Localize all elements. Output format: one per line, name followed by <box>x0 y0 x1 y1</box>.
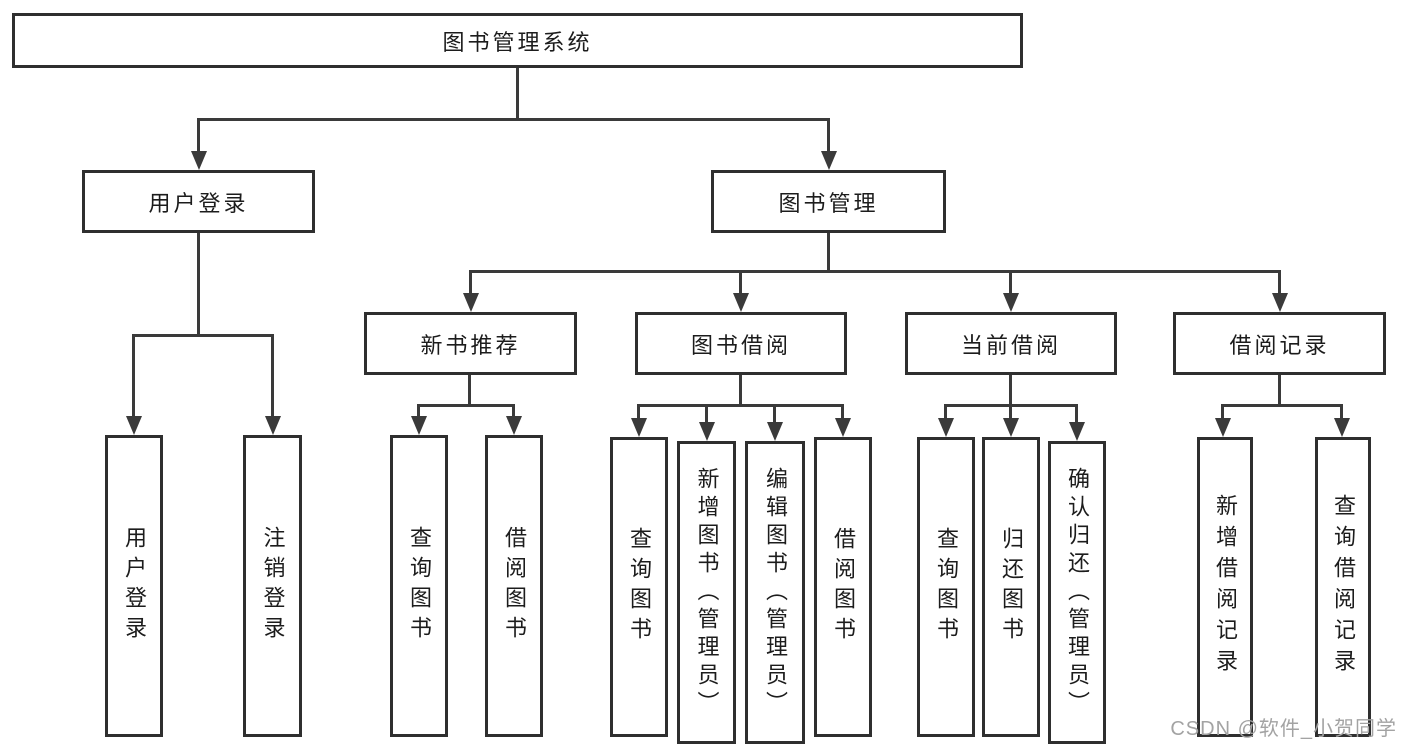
arrow-down-icon <box>1272 293 1288 312</box>
watermark: CSDN @软件_小贺同学 <box>1170 718 1397 740</box>
connector-line <box>417 404 515 407</box>
leaf-label: 借阅图书 <box>831 527 856 647</box>
connector-line <box>944 404 947 420</box>
node-borrowing-records: 借阅记录 <box>1173 312 1386 375</box>
arrow-down-icon <box>631 418 647 437</box>
leaf-query-borrow-record: 查询借阅记录 <box>1315 437 1371 737</box>
leaf-borrow-books-recommend: 借阅图书 <box>485 435 543 737</box>
arrow-down-icon <box>191 151 207 170</box>
leaf-confirm-return-admin: 确认归还（管理员） <box>1048 441 1106 744</box>
connector-line <box>512 404 515 418</box>
arrow-down-icon <box>126 416 142 435</box>
node-book-borrowing: 图书借阅 <box>635 312 847 375</box>
connector-line <box>132 334 135 419</box>
connector-line <box>1278 270 1281 296</box>
arrow-down-icon <box>699 422 715 441</box>
connector-line <box>705 404 708 424</box>
leaf-label: 查询借阅记录 <box>1331 494 1356 680</box>
arrow-down-icon <box>1215 418 1231 437</box>
leaf-label: 用户登录 <box>122 526 147 646</box>
leaf-query-books-borrowing: 查询图书 <box>610 437 668 737</box>
leaf-label: 查询图书 <box>627 527 652 647</box>
leaf-add-borrow-record: 新增借阅记录 <box>1197 437 1253 737</box>
leaf-label: 编辑图书（管理员） <box>763 466 788 719</box>
arrow-down-icon <box>835 418 851 437</box>
leaf-user-login: 用户登录 <box>105 435 163 737</box>
connector-line <box>1009 404 1012 420</box>
node-book-management: 图书管理 <box>711 170 946 233</box>
leaf-edit-book-admin: 编辑图书（管理员） <box>745 441 805 744</box>
connector-line <box>1075 404 1078 424</box>
connector-line <box>637 404 640 420</box>
arrow-down-icon <box>506 416 522 435</box>
connector-line <box>739 270 742 296</box>
arrow-down-icon <box>463 293 479 312</box>
connector-line <box>197 118 200 155</box>
leaf-label: 查询图书 <box>934 527 959 647</box>
leaf-label: 新增借阅记录 <box>1213 494 1238 680</box>
connector-line <box>198 118 830 121</box>
connector-line <box>1009 270 1012 296</box>
connector-line <box>827 118 830 155</box>
connector-line <box>417 404 420 418</box>
connector-line <box>773 404 776 424</box>
connector-line <box>1221 404 1343 407</box>
connector-line <box>637 404 844 407</box>
connector-line <box>1278 375 1281 407</box>
connector-line <box>469 270 472 296</box>
leaf-label: 归还图书 <box>999 527 1024 647</box>
node-label: 借阅记录 <box>1229 332 1330 358</box>
connector-line <box>1009 375 1012 407</box>
connector-line <box>841 404 844 420</box>
leaf-label: 借阅图书 <box>502 526 527 646</box>
arrow-down-icon <box>411 416 427 435</box>
arrow-down-icon <box>733 293 749 312</box>
connector-line <box>1221 404 1224 420</box>
node-new-book-recommend: 新书推荐 <box>364 312 577 375</box>
node-label: 新书推荐 <box>420 332 521 358</box>
arrow-down-icon <box>1334 418 1350 437</box>
node-label: 图书管理 <box>778 190 879 216</box>
connector-line <box>739 375 742 407</box>
node-label: 当前借阅 <box>960 332 1061 358</box>
arrow-down-icon <box>1003 293 1019 312</box>
node-label: 图书借阅 <box>690 332 791 358</box>
arrow-down-icon <box>821 151 837 170</box>
arrow-down-icon <box>938 418 954 437</box>
leaf-query-books-current: 查询图书 <box>917 437 975 737</box>
connector-line <box>516 68 519 121</box>
leaf-label: 新增图书（管理员） <box>694 466 720 719</box>
leaf-logout: 注销登录 <box>243 435 302 737</box>
node-root: 图书管理系统 <box>12 13 1023 68</box>
connector-line <box>1340 404 1343 420</box>
leaf-label: 注销登录 <box>260 526 286 646</box>
arrow-down-icon <box>1069 422 1085 441</box>
leaf-label: 查询图书 <box>407 526 432 646</box>
connector-line <box>827 233 830 273</box>
node-label: 图书管理系统 <box>442 29 593 55</box>
leaf-return-book: 归还图书 <box>982 437 1040 737</box>
leaf-label: 确认归还（管理员） <box>1065 466 1090 719</box>
arrow-down-icon <box>767 422 783 441</box>
connector-line <box>197 233 200 337</box>
leaf-borrow-books-borrowing: 借阅图书 <box>814 437 872 737</box>
arrow-down-icon <box>265 416 281 435</box>
connector-line <box>469 270 1281 273</box>
connector-line <box>271 334 274 419</box>
leaf-query-books-recommend: 查询图书 <box>390 435 448 737</box>
connector-line <box>133 334 274 337</box>
arrow-down-icon <box>1003 418 1019 437</box>
leaf-add-book-admin: 新增图书（管理员） <box>677 441 736 744</box>
connector-line <box>468 375 471 407</box>
node-label: 用户登录 <box>148 190 249 216</box>
node-current-borrowing: 当前借阅 <box>905 312 1117 375</box>
node-user-login: 用户登录 <box>82 170 315 233</box>
